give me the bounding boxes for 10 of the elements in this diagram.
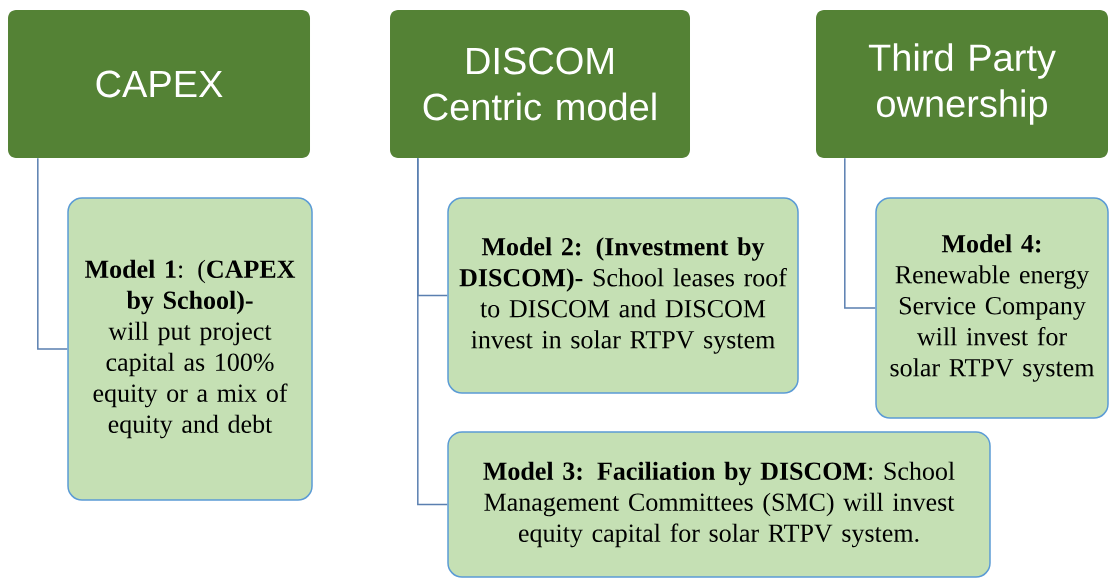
connector-line (37, 157, 68, 350)
model-box: Model 2: (Investment by DISCOM)- School leases roof to DISCOM and DISCOM invest in solar RTPV system (447, 197, 799, 394)
category-box: Third Party ownership (816, 10, 1108, 158)
model-box: Model 1: (CAPEX by School)- will put project capital as 100% equity or a mix of equity and debt (67, 197, 313, 501)
model-box: Model 3: Faciliation by DISCOM: School Management Committees (SMC) will invest equity capital for solar RTPV system. (447, 431, 991, 578)
category-box: DISCOM Centric model (390, 10, 690, 158)
connector-line (844, 157, 876, 309)
category-box: CAPEX (8, 10, 310, 158)
connector-line (417, 157, 448, 506)
model-box: Model 4: Renewable energy Service Company will invest for solar RTPV system (875, 197, 1109, 419)
